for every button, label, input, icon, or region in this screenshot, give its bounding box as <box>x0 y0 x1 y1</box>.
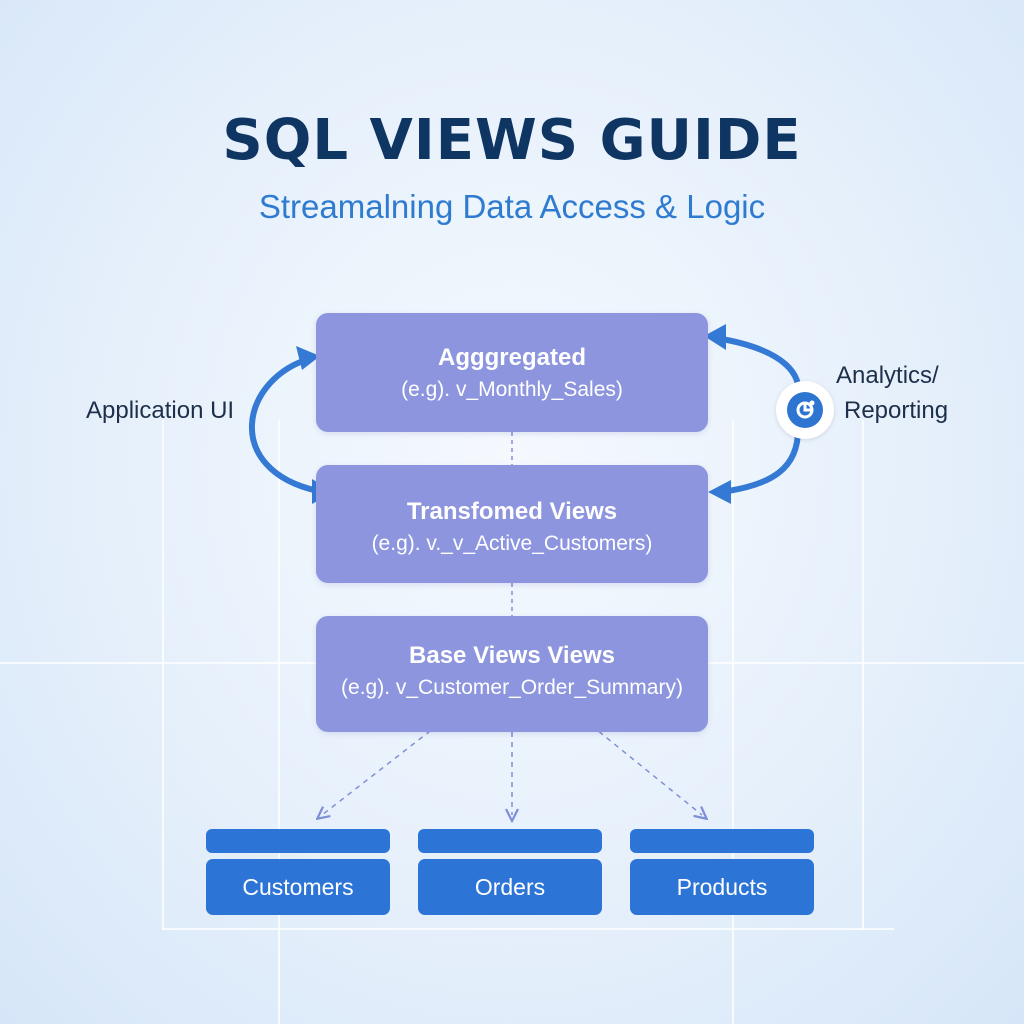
grid-line <box>862 420 864 930</box>
view-box-title: Agggregated <box>437 344 586 371</box>
application-ui-label: Application UI <box>86 397 235 424</box>
grid-line <box>278 420 280 1024</box>
analytics-reporting-label: Analytics/ Reporting <box>836 358 990 428</box>
right-curved-arrow <box>725 427 801 494</box>
view-box-title: Transfomed Views <box>406 498 618 525</box>
grid-line <box>162 420 164 930</box>
view-box-example: (e.g). v_Customer_Order_Summary) <box>341 676 683 699</box>
page-title: SQL VIEWS GUIDE <box>222 108 802 173</box>
view-box-example: (e.g). v_Monthly_Sales) <box>401 378 623 401</box>
page-subtitle: Streamalning Data Access & Logic <box>258 188 766 225</box>
view-box-base[interactable]: Base Views Views (e.g). v_Customer_Order… <box>316 616 708 732</box>
left-curved-arrow <box>248 355 321 494</box>
analytics-label-line1: Analytics/ <box>836 362 939 389</box>
table-customers[interactable]: Customers <box>206 859 390 915</box>
right-curved-arrow <box>713 335 802 395</box>
table-tab-customers <box>206 829 390 853</box>
analytics-icon <box>787 392 823 428</box>
analytics-icon <box>796 400 815 419</box>
right-arrow-head-top <box>704 324 726 350</box>
grid-line <box>162 928 894 930</box>
analytics-badge[interactable] <box>776 381 834 439</box>
view-box-title: Base Views Views <box>409 642 615 669</box>
table-tab-orders <box>418 829 602 853</box>
table-orders[interactable]: Orders <box>418 859 602 915</box>
view-box-transformed[interactable]: Transfomed Views (e.g). v._v_Active_Cust… <box>316 465 708 583</box>
right-arrow-head-bottom <box>708 480 731 504</box>
analytics-label-line2: Reporting <box>844 397 949 424</box>
left-arrow-head-top <box>296 346 320 370</box>
table-products[interactable]: Products <box>630 859 814 915</box>
view-box-example: (e.g). v._v_Active_Customers) <box>371 532 653 555</box>
table-tab-products <box>630 829 814 853</box>
grid-line <box>732 420 734 1024</box>
view-box-aggregated[interactable]: Agggregated (e.g). v_Monthly_Sales) <box>316 313 708 432</box>
